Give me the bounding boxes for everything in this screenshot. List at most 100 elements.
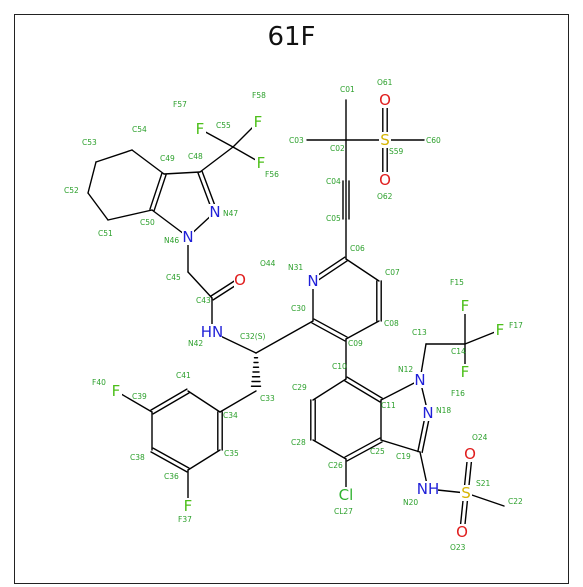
bond-C54-C53: [95, 149, 133, 163]
bond-C33-C34: [219, 390, 257, 413]
atom-label-n31: N31: [288, 263, 303, 272]
atom-label-c43: C43: [196, 296, 211, 305]
atom-label-c54: C54: [132, 125, 147, 134]
bond-C48-C55: [199, 146, 234, 173]
atom-label-o44: O44: [260, 259, 276, 268]
atom-label-c22: C22: [508, 497, 523, 506]
atom-label-f40: F40: [92, 378, 106, 387]
element-symbol-o24: O: [464, 445, 476, 463]
element-symbol-f57: F: [196, 120, 205, 138]
bond-layer: [87, 99, 505, 533]
atom-label-f56: F56: [265, 170, 279, 179]
element-symbol-n31: N: [307, 272, 318, 290]
element-symbol-f17: F: [496, 321, 505, 339]
atom-label-s59: S59: [389, 147, 404, 156]
atom-label-c33: C33: [260, 394, 275, 403]
element-symbol-s21: S: [461, 484, 471, 502]
element-symbol-o23: O: [456, 523, 468, 541]
atom-label-n18: N18: [436, 406, 451, 415]
atom-label-c11: C11: [381, 401, 396, 410]
atom-label-f37: F37: [178, 515, 192, 524]
bond-C32-C33: [250, 357, 262, 387]
atom-label-o61: O61: [377, 78, 393, 87]
element-symbol-n42: HN: [201, 323, 224, 341]
bond-C06-C07: [345, 258, 380, 282]
atom-label-c10: C10: [332, 362, 347, 371]
bond-C04-C05: [342, 180, 350, 220]
element-symbol-f56: F: [257, 154, 266, 172]
atom-label-o62: O62: [377, 192, 393, 201]
atom-label-c13: C13: [412, 328, 427, 337]
bond-C09-C30: [311, 318, 348, 342]
bond-C35-C36: [187, 449, 221, 471]
bond-C36-C38: [150, 447, 190, 473]
bond-C08-C09: [345, 320, 380, 340]
atom-label-n12: N12: [398, 365, 413, 374]
atom-label-c32: C32(S): [240, 332, 265, 341]
atom-label-c08: C08: [384, 319, 399, 328]
bond-C30-C32: [255, 320, 314, 354]
atom-label-c45: C45: [166, 273, 181, 282]
atom-label-c49: C49: [160, 154, 175, 163]
atom-label-c09: C09: [348, 339, 363, 348]
element-symbol-f40: F: [112, 382, 121, 400]
atom-label-c41: C41: [176, 371, 191, 380]
element-symbol-f37: F: [184, 497, 193, 515]
element-symbol-cl27: Cl: [339, 486, 354, 504]
bond-S21-C22: [465, 492, 505, 507]
bond-C43-C45: [187, 271, 213, 299]
atom-label-c19: C19: [396, 452, 411, 461]
atom-label-c39: C39: [132, 392, 147, 401]
element-symbol-o44: O: [234, 271, 246, 289]
atom-label-c25: C25: [370, 447, 385, 456]
atom-label-c06: C06: [350, 244, 365, 253]
atom-index-labels: C01C02C03C04C05C06C07C08C09C10C11N12C13C…: [64, 78, 523, 552]
atom-label-c29: C29: [292, 383, 307, 392]
bond-C49-C50: [149, 172, 167, 212]
bond-C39-C41: [150, 388, 190, 415]
atom-label-n42: N42: [188, 339, 203, 348]
diagram-frame: [14, 14, 569, 584]
atom-label-c28: C28: [291, 438, 306, 447]
element-symbol-f15: F: [461, 297, 470, 315]
bond-C49-C54: [131, 149, 165, 175]
atom-label-c30: C30: [291, 304, 306, 313]
bond-C48-C49: [163, 171, 201, 175]
atom-label-n47: N47: [223, 209, 238, 218]
atom-label-c50: C50: [140, 218, 155, 227]
atom-label-o23: O23: [450, 543, 466, 552]
atom-label-c52: C52: [64, 186, 79, 195]
bond-C53-C52: [87, 161, 97, 194]
atom-label-f17: F17: [509, 321, 523, 330]
atom-label-c36: C36: [164, 472, 179, 481]
atom-label-c01: C01: [340, 85, 355, 94]
atom-label-c55: C55: [216, 121, 231, 130]
bond-C19-C25: [380, 439, 421, 453]
bond-C51-C50: [107, 209, 153, 221]
atom-label-c14: C14: [451, 347, 466, 356]
atom-label-s21: S21: [476, 479, 491, 488]
atom-label-f15: F15: [450, 278, 464, 287]
bond-C26-C28: [312, 439, 347, 460]
bond-C11-N12: [380, 379, 421, 401]
atom-label-n46: N46: [164, 236, 179, 245]
bond-C07-C08: [376, 280, 382, 322]
element-symbol-n47: N: [209, 203, 220, 221]
compound-title: 61F: [267, 22, 316, 52]
element-symbol-f58: F: [254, 113, 263, 131]
atom-label-c53: C53: [82, 138, 97, 147]
atom-label-c48: C48: [188, 152, 203, 161]
atom-label-c03: C03: [289, 136, 304, 145]
atom-label-c07: C07: [385, 268, 400, 277]
atom-label-n20: N20: [403, 498, 418, 507]
atom-label-c51: C51: [98, 229, 113, 238]
element-symbol-n12: N: [414, 371, 425, 389]
element-symbol-n46: N: [182, 228, 193, 246]
atom-label-c35: C35: [224, 449, 239, 458]
atom-label-f16: F16: [451, 389, 465, 398]
bond-C34-C35: [217, 411, 223, 451]
atom-label-c04: C04: [326, 177, 341, 186]
bond-C29-C10: [312, 378, 347, 401]
